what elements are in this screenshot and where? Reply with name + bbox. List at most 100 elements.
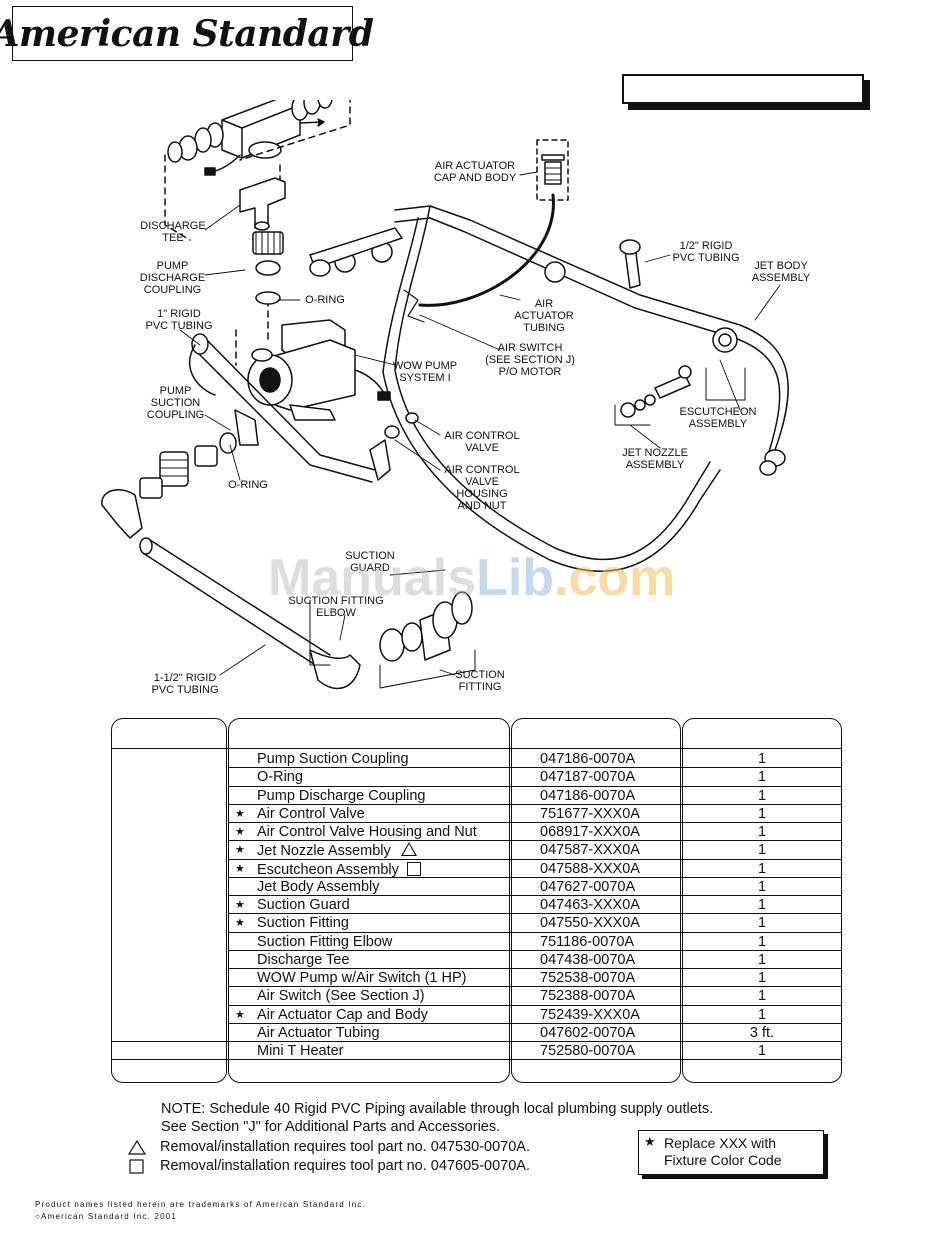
- part-number: 047602-0070A: [540, 1024, 636, 1041]
- part-description: Suction Guard: [257, 897, 350, 913]
- label-line: SUCTION: [455, 669, 505, 681]
- part-quantity: 1: [757, 769, 767, 786]
- table-column-frame: [511, 718, 681, 1083]
- label-line: ELBOW: [316, 607, 356, 619]
- pump-suction-coupling: [139, 409, 259, 499]
- part-number: 047588-XXX0A: [540, 860, 640, 877]
- part-description: Escutcheon Assembly: [257, 861, 399, 878]
- star-icon: ★: [235, 844, 245, 857]
- label-escutcheon-assembly: ESCUTCHEON ASSEMBLY: [676, 406, 760, 430]
- part-number: 751677-XXX0A: [540, 805, 640, 822]
- part-number: 047438-0070A: [540, 951, 636, 968]
- label-pump-suction-coupling: PUMP SUCTION COUPLING: [138, 385, 213, 421]
- table-header-divider: [111, 748, 842, 749]
- label-line: ASSEMBLY: [751, 272, 811, 284]
- diagram-drawing: [101, 100, 789, 690]
- row-divider: [228, 858, 842, 860]
- part-number: 047627-0070A: [540, 878, 636, 895]
- label-o-ring-upper: O-RING: [302, 294, 348, 306]
- label-suction-fitting-elbow: SUCTION FITTING ELBOW: [285, 595, 387, 619]
- label-line: SUCTION: [345, 550, 395, 562]
- star-icon: ★: [235, 1008, 245, 1021]
- part-description-wrap: Escutcheon Assembly: [257, 860, 421, 878]
- row-divider: [228, 1004, 842, 1006]
- row-divider: [228, 876, 842, 878]
- table-column-frame: [682, 718, 842, 1083]
- label-line: PUMP: [159, 385, 192, 397]
- label-line: PVC TUBING: [151, 684, 219, 696]
- label-rigid-tubing-1half: 1-1/2" RIGID PVC TUBING: [145, 672, 225, 696]
- label-air-actuator-tubing: AIR ACTUATOR TUBING: [508, 298, 580, 334]
- part-description: Pump Suction Coupling: [257, 751, 409, 767]
- star-icon: ★: [235, 862, 245, 875]
- part-quantity: 1: [757, 933, 767, 950]
- label-line: HOUSING: [456, 488, 508, 500]
- part-description: Suction Fitting: [257, 915, 349, 932]
- section-title-box: [622, 74, 864, 104]
- triangle-tool-note: Removal/installation requires tool part …: [160, 1139, 530, 1155]
- table-row: Pump Discharge Coupling 047186-0070A 1: [111, 787, 842, 805]
- label-line: O-RING: [305, 294, 345, 306]
- label-line: JET BODY: [754, 260, 808, 272]
- label-line: ESCUTCHEON: [679, 406, 757, 418]
- part-quantity: 1: [757, 878, 767, 895]
- table-row: ★ Jet Nozzle Assembly 047587-XXX0A 1: [111, 841, 842, 860]
- label-line: AIR ACTUATOR: [434, 160, 516, 172]
- brand-logo-box: American Standard: [0, 6, 374, 61]
- part-description: Mini T Heater: [257, 1043, 344, 1059]
- label-line: GUARD: [350, 562, 390, 574]
- label-line: AIR: [534, 298, 554, 310]
- part-description: Air Control Valve Housing and Nut: [257, 824, 477, 840]
- triangle-icon: [400, 842, 417, 857]
- part-quantity: 1: [757, 751, 767, 767]
- label-line: 1-1/2" RIGID: [153, 672, 217, 684]
- color-code-legend: ★ Replace XXX with Fixture Color Code: [638, 1130, 824, 1175]
- part-description-wrap: Jet Nozzle Assembly: [257, 841, 417, 859]
- row-divider: [228, 767, 842, 769]
- part-number: 047550-XXX0A: [540, 915, 640, 932]
- part-quantity: 1: [757, 787, 767, 804]
- label-line: ASSEMBLY: [625, 459, 685, 471]
- part-number: 752439-XXX0A: [540, 1006, 640, 1023]
- label-line: WOW PUMP: [392, 360, 458, 372]
- part-number: 047186-0070A: [540, 787, 636, 804]
- label-rigid-tubing-half: 1/2" RIGID PVC TUBING: [666, 240, 746, 264]
- watermark-part: Lib: [476, 549, 555, 607]
- part-quantity: 1: [757, 915, 767, 932]
- part-number: 751186-0070A: [540, 933, 635, 950]
- square-icon: [129, 1159, 144, 1174]
- copyright-text: American Standard Inc. 2001: [41, 1212, 178, 1221]
- label-line: AIR CONTROL: [444, 430, 520, 442]
- part-number: 047186-0070A: [540, 751, 636, 767]
- pump-discharge-coupling: [252, 231, 284, 305]
- watermark-part: .com: [554, 549, 676, 607]
- part-description: Air Actuator Tubing: [257, 1024, 380, 1041]
- row-divider: [228, 949, 842, 951]
- label-jet-nozzle-assembly: JET NOZZLE ASSEMBLY: [615, 447, 695, 471]
- label-line: VALVE: [465, 476, 499, 488]
- label-line: (SEE SECTION J): [485, 354, 575, 366]
- part-quantity: 1: [757, 842, 767, 859]
- part-description: Pump Discharge Coupling: [257, 787, 426, 804]
- label-line: AIR SWITCH: [497, 342, 563, 354]
- star-icon: ★: [235, 899, 245, 911]
- row-divider: [228, 931, 842, 933]
- table-row-divider: [111, 1041, 228, 1042]
- row-divider: [228, 785, 842, 787]
- part-number: 047587-XXX0A: [540, 842, 640, 859]
- trademark-notice: Product names listed herein are trademar…: [35, 1200, 367, 1209]
- triangle-icon: [128, 1140, 146, 1155]
- row-divider: [228, 840, 842, 842]
- label-line: FITTING: [458, 681, 502, 693]
- part-description: Air Actuator Cap and Body: [257, 1006, 428, 1023]
- watermark-part: Manuals: [268, 549, 477, 607]
- part-number: 752580-0070A: [540, 1043, 636, 1059]
- part-quantity: 1: [757, 970, 767, 986]
